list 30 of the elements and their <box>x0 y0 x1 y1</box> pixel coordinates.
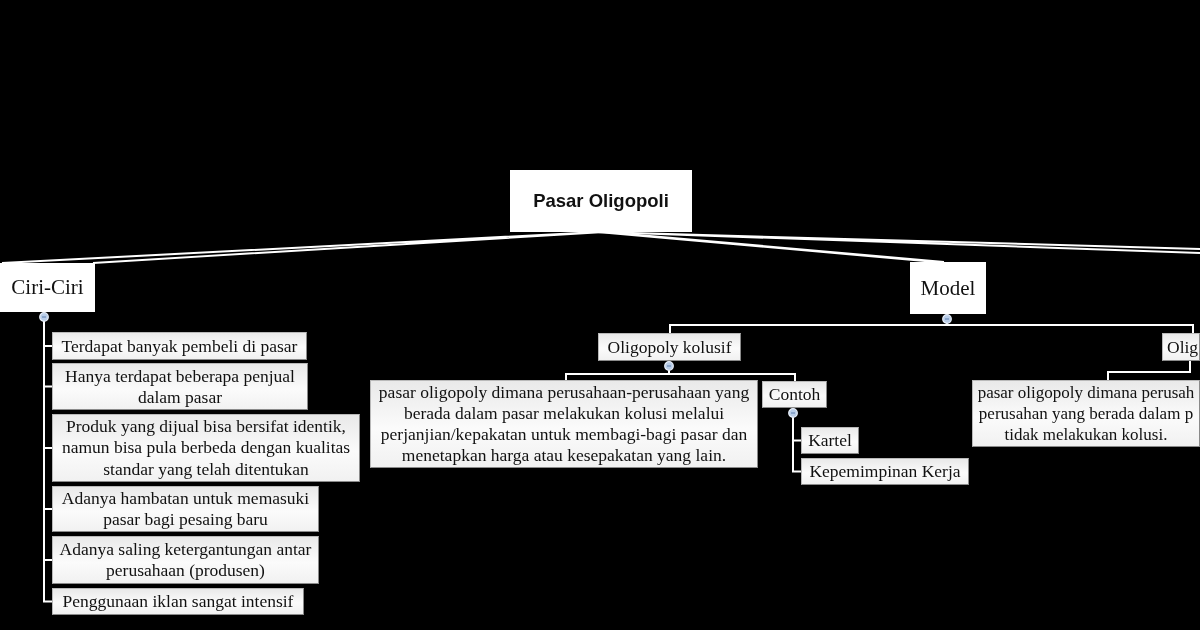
topic-text: pasar oligopoly dimana perusahaan-perusahaan yang berada dalam pasar melakukan kolusi melalui perjanjian/kepakatan untuk membagi-bagi pasar dan menetapkan harga atau kesepakatan yang lain. <box>377 382 751 466</box>
topic-text: Kepemimpinan Kerja <box>809 461 961 482</box>
topic-text: pasar oligopoly dimana perusah perusahan yang berada dalam p tidak melakukan kolusi. <box>976 382 1196 445</box>
connector-line <box>668 369 796 382</box>
connector-line <box>597 231 1200 254</box>
topic-text: Hanya terdapat beberapa penjual dalam pasar <box>64 365 296 408</box>
topic-text: Ciri-Ciri <box>11 275 84 300</box>
topic-text: Adanya hambatan untuk memasuki pasar bagi pesaing baru <box>60 488 311 530</box>
subtopic-box <box>1162 333 1200 361</box>
subtopic-box <box>801 427 859 454</box>
topic-text: Penggunaan iklan sangat intensif <box>62 591 294 612</box>
topic-text: Terdapat banyak pembeli di pasar <box>61 335 298 357</box>
connector-line <box>946 322 1194 334</box>
topic-text: Model <box>920 275 976 301</box>
topic-text: Adanya saling ketergantungan antar perusahaan (produsen) <box>58 539 313 581</box>
topic-text: Kartel <box>808 430 852 451</box>
subtopic-box <box>52 536 319 584</box>
topic-text: Oligopoly kolusif <box>607 336 732 358</box>
topic-text: Olig <box>1167 336 1199 358</box>
subtopic-box <box>801 458 969 485</box>
topic-text: Contoh <box>768 384 821 405</box>
subtopic-box <box>52 588 304 615</box>
subtopic-box <box>52 363 308 410</box>
topic-text: Pasar Oligopoli <box>533 190 669 212</box>
topic-text: Produk yang dijual bisa bersifat identik, namun bisa pula berbeda dengan kualitas standar yang telah ditentukan <box>60 415 352 481</box>
subtopic-box <box>52 332 307 360</box>
central-topic-box <box>510 170 692 232</box>
connector-line <box>1107 360 1191 381</box>
connector-line <box>792 416 802 473</box>
connector-line <box>669 322 948 334</box>
